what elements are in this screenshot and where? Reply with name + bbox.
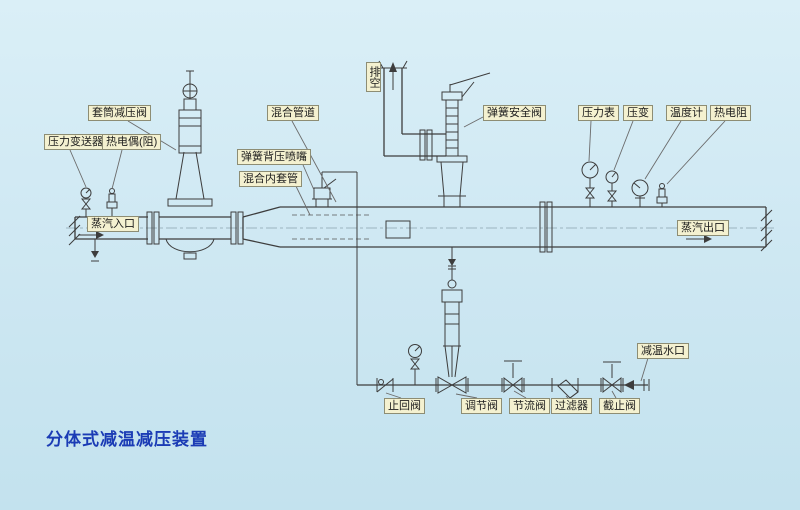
steam-flow-arrows bbox=[78, 231, 712, 243]
throttle-valve-symbol bbox=[501, 360, 525, 394]
regulating-valve-symbol bbox=[435, 265, 469, 394]
safety-valve-lever bbox=[449, 72, 491, 98]
vent-label: 排空 bbox=[366, 62, 381, 92]
sleeve-prv-label: 套筒减压阀 bbox=[88, 105, 151, 121]
mixing-pipe-label: 混合管道 bbox=[267, 105, 319, 121]
spring-nozzle-label: 弹簧背压喷嘴 bbox=[237, 149, 311, 165]
water-inlet-label: 减温水口 bbox=[637, 343, 689, 359]
steam-outlet-label: 蒸汽出口 bbox=[677, 220, 729, 236]
pressure-transmitter-label: 压力变送器 bbox=[44, 134, 107, 150]
throttle-valve-label: 节流阀 bbox=[509, 398, 550, 414]
thermocouple-symbol bbox=[106, 188, 118, 217]
regulating-valve-label: 调节阀 bbox=[461, 398, 502, 414]
water-pressure-gauge-symbol bbox=[408, 344, 422, 385]
spring-nozzle-symbol bbox=[312, 178, 337, 207]
stop-valve-label: 截止阀 bbox=[599, 398, 640, 414]
check-valve-label: 止回阀 bbox=[384, 398, 425, 414]
leader-lines bbox=[69, 116, 726, 399]
filter-label: 过滤器 bbox=[551, 398, 592, 414]
cooling-water-line bbox=[357, 379, 650, 391]
water-flow-arrow bbox=[624, 380, 634, 390]
thermocouple-label: 热电偶(阻) bbox=[102, 134, 162, 150]
safety-valve-label: 弹簧安全阀 bbox=[483, 105, 546, 121]
stop-valve-symbol bbox=[600, 361, 624, 394]
thermometer-symbol bbox=[631, 179, 649, 207]
check-valve-symbol bbox=[376, 378, 394, 393]
thermometer-label: 温度计 bbox=[666, 105, 707, 121]
outlet-flow-arrow bbox=[704, 235, 712, 243]
thermal-resistance-symbol bbox=[656, 183, 668, 207]
vent-stack-pipe bbox=[383, 68, 403, 156]
thermal-resistance-label: 热电阻 bbox=[710, 105, 751, 121]
pressure-transducer-symbol bbox=[605, 170, 619, 207]
diagram-title: 分体式减温减压装置 bbox=[46, 430, 208, 449]
pressure-transmitter-symbol bbox=[80, 187, 92, 217]
pressure-gauge-label: 压力表 bbox=[578, 105, 619, 121]
filter-symbol bbox=[551, 378, 579, 399]
steam-inlet-label: 蒸汽入口 bbox=[87, 216, 139, 232]
pressure-transducer-label: 压变 bbox=[623, 105, 653, 121]
water-riser-pipe bbox=[321, 171, 358, 385]
inner-sleeve-label: 混合内套管 bbox=[239, 171, 302, 187]
drain-symbols bbox=[91, 239, 456, 270]
safety-valve-symbol bbox=[378, 60, 491, 207]
inlet-flow-arrow bbox=[96, 231, 104, 239]
sleeve-prv-symbol bbox=[165, 70, 215, 260]
vent-flow-arrow bbox=[389, 62, 397, 72]
pipe-plate bbox=[385, 220, 411, 239]
pressure-gauge-symbol bbox=[581, 161, 599, 207]
inner-sleeve-dashes bbox=[292, 214, 372, 240]
main-steam-pipe bbox=[68, 201, 773, 253]
